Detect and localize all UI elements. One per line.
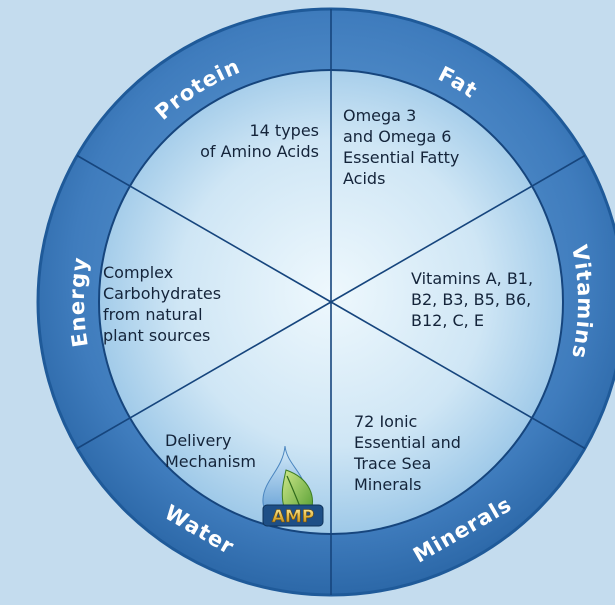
divider-upper-left: [76, 154, 332, 303]
segment-text-vitamins: Vitamins A, B1, B2, B3, B5, B6, B12, C, …: [411, 269, 534, 330]
segment-text-minerals: 72 Ionic Essential and Trace Sea Mineral…: [354, 412, 461, 494]
amp-badge: [262, 504, 324, 527]
amp-logo-text: AMP: [272, 507, 315, 527]
divider-lower-right: [330, 301, 586, 450]
segment-text-protein: 14 types of Amino Acids: [200, 121, 319, 161]
amp-logo: AMP: [262, 445, 324, 527]
divider-lower-left: [76, 301, 332, 450]
segment-text-energy: Complex Carbohydrates from natural plant…: [103, 263, 222, 345]
divider-upper-right: [330, 154, 586, 303]
segment-text-fat: Omega 3 and Omega 6 Essential Fatty Acid…: [343, 106, 460, 188]
segment-text-water: Delivery Mechanism: [165, 431, 256, 471]
ring-label-energy: Energy: [65, 255, 93, 349]
segment-dividers: [76, 9, 586, 595]
